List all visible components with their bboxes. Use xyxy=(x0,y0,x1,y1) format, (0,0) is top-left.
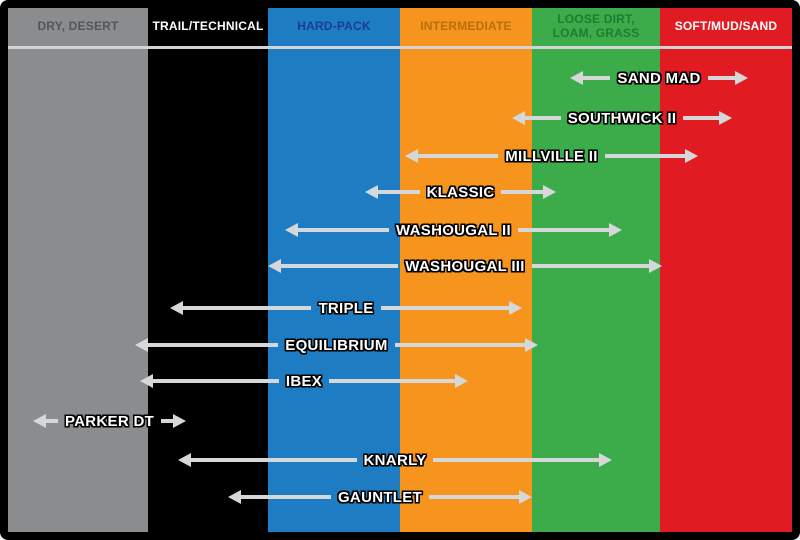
arrow-left-icon xyxy=(228,490,241,504)
arrow-line xyxy=(153,379,279,383)
column-header-loose-dirt-loam-grass: LOOSE DIRT, LOAM, GRASS xyxy=(552,12,640,40)
column-header-dry-desert: DRY, DESERT xyxy=(37,19,119,34)
arrow-right-icon xyxy=(649,259,662,273)
tire-range-rows: SAND MAD SOUTHWICK II MILLVILLE II KLASSIC W… xyxy=(8,8,792,532)
tire-range-sand-mad: SAND MAD xyxy=(570,66,749,90)
arrow-line xyxy=(518,228,609,232)
tire-label: IBEX xyxy=(285,372,323,390)
tire-range-knarly: KNARLY xyxy=(178,448,613,472)
arrow-left-icon xyxy=(268,259,281,273)
arrow-right-icon xyxy=(719,111,732,125)
arrow-line xyxy=(394,343,525,347)
arrow-line xyxy=(329,379,455,383)
arrow-line xyxy=(191,458,357,462)
arrow-right-icon xyxy=(519,490,532,504)
arrow-line xyxy=(531,264,649,268)
arrow-right-icon xyxy=(509,301,523,315)
arrow-left-icon xyxy=(365,185,378,199)
arrow-right-icon xyxy=(455,374,468,388)
column-header-soft-mud-sand: SOFT/MUD/SAND xyxy=(674,19,778,34)
arrow-line xyxy=(433,458,600,462)
arrow-right-icon xyxy=(543,185,556,199)
tire-label: WASHOUGAL II xyxy=(396,221,511,239)
tire-range-parker-dt: PARKER DT xyxy=(33,409,186,433)
arrow-right-icon xyxy=(173,414,186,428)
tire-label: SOUTHWICK II xyxy=(567,109,677,127)
arrow-line xyxy=(161,419,173,423)
arrow-line xyxy=(707,76,736,80)
arrow-left-icon xyxy=(140,374,153,388)
arrow-left-icon xyxy=(405,149,418,163)
column-header-hard-pack: HARD-PACK xyxy=(297,19,371,34)
column-header-intermediate: INTERMEDIATE xyxy=(420,19,512,34)
column-intermediate: INTERMEDIATE xyxy=(400,8,532,532)
arrow-line xyxy=(46,419,58,423)
arrow-left-icon xyxy=(285,223,298,237)
tire-range-washougal-ii: WASHOUGAL II xyxy=(285,218,622,242)
tire-range-ibex: IBEX xyxy=(140,369,468,393)
column-dry-desert: DRY, DESERT xyxy=(8,8,148,532)
arrow-left-icon xyxy=(135,338,148,352)
arrow-line xyxy=(429,495,519,499)
arrow-line xyxy=(298,228,389,232)
arrow-line xyxy=(683,116,719,120)
tire-label: SAND MAD xyxy=(617,69,701,87)
column-header-trail-technical: TRAIL/TECHNICAL xyxy=(152,19,264,34)
tire-label: KNARLY xyxy=(363,451,427,469)
arrow-line xyxy=(418,154,499,158)
tire-label: EQUILIBRIUM xyxy=(285,336,388,354)
tire-range-equilibrium: EQUILIBRIUM xyxy=(135,333,538,357)
column-hard-pack: HARD-PACK xyxy=(268,8,400,532)
arrow-right-icon xyxy=(599,453,613,467)
arrow-line xyxy=(380,306,510,310)
arrow-line xyxy=(604,154,686,158)
tire-range-triple: TRIPLE xyxy=(170,296,523,320)
arrow-line xyxy=(148,343,279,347)
tire-range-klassic: KLASSIC xyxy=(365,180,556,204)
tire-range-southwick-ii: SOUTHWICK II xyxy=(512,106,732,130)
tire-label: TRIPLE xyxy=(318,299,374,317)
arrow-right-icon xyxy=(609,223,622,237)
tire-label: GAUNTLET xyxy=(337,488,423,506)
arrow-line xyxy=(583,76,611,80)
arrow-left-icon xyxy=(178,453,191,467)
arrow-line xyxy=(378,190,420,194)
arrow-line xyxy=(501,190,543,194)
arrow-right-icon xyxy=(685,149,699,163)
tire-label: KLASSIC xyxy=(426,183,495,201)
header-divider xyxy=(8,46,792,49)
column-soft-mud-sand: SOFT/MUD/SAND xyxy=(660,8,792,532)
arrow-line xyxy=(241,495,331,499)
tire-range-millville-ii: MILLVILLE II xyxy=(405,144,699,168)
chart-inner-area: DRY, DESERT TRAIL/TECHNICAL HARD-PACK INTER… xyxy=(8,8,792,532)
arrow-left-icon xyxy=(512,111,525,125)
tire-range-gauntlet: GAUNTLET xyxy=(228,485,532,509)
tire-label: PARKER DT xyxy=(64,412,155,430)
arrow-left-icon xyxy=(570,71,583,85)
tire-range-washougal-iii: WASHOUGAL III xyxy=(268,254,662,278)
tire-label: WASHOUGAL III xyxy=(405,257,525,275)
arrow-line xyxy=(525,116,561,120)
tire-label: MILLVILLE II xyxy=(505,147,598,165)
arrow-line xyxy=(183,306,312,310)
arrow-left-icon xyxy=(33,414,46,428)
column-trail-technical: TRAIL/TECHNICAL xyxy=(148,8,268,532)
arrow-left-icon xyxy=(170,301,183,315)
column-loose-dirt-loam-grass: LOOSE DIRT, LOAM, GRASS xyxy=(532,8,660,532)
arrow-right-icon xyxy=(735,71,749,85)
arrow-right-icon xyxy=(525,338,538,352)
arrow-line xyxy=(281,264,399,268)
